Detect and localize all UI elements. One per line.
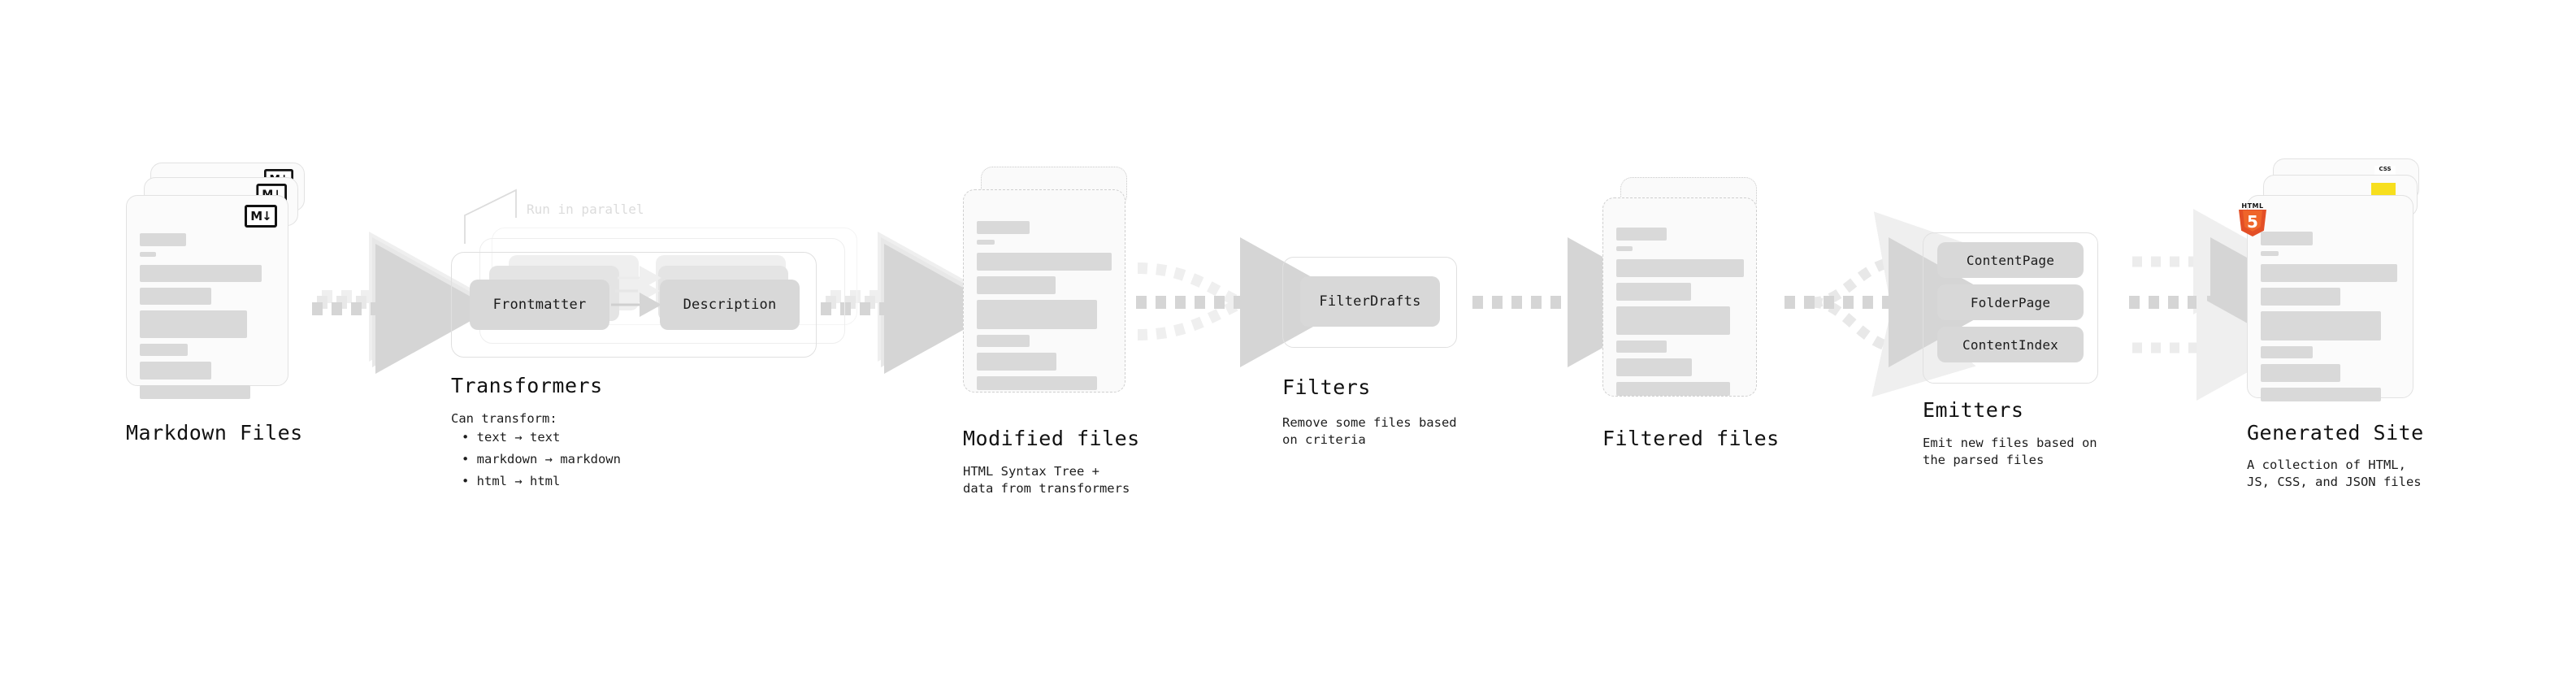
connector-emitters-to-generated bbox=[2129, 209, 2327, 401]
modified-card-front bbox=[963, 189, 1125, 393]
emitter-pill-folderpage[interactable]: FolderPage bbox=[1937, 284, 2084, 320]
doc-skeleton bbox=[2261, 232, 2400, 407]
stage-title-filtered-files: Filtered files bbox=[1602, 427, 1780, 450]
run-in-parallel-label: Run in parallel bbox=[527, 202, 644, 217]
filter-pill-filterdrafts[interactable]: FilterDrafts bbox=[1300, 276, 1440, 327]
emitter-pill-contentpage[interactable]: ContentPage bbox=[1937, 242, 2084, 278]
stage-title-generated-site: Generated Site bbox=[2247, 421, 2424, 445]
generated-site-caption: A collection of HTML, JS, CSS, and JSON … bbox=[2247, 458, 2422, 489]
transformers-caption: Can transform: bbox=[451, 411, 557, 426]
connector-modified-to-filters bbox=[1136, 237, 1357, 367]
connector-markdown-to-transformers bbox=[312, 232, 492, 374]
filters-box bbox=[1282, 257, 1457, 348]
filters-caption: Remove some files based on criteria bbox=[1282, 415, 1457, 447]
js-badge bbox=[2371, 183, 2396, 197]
stage-title-filters: Filters bbox=[1282, 375, 1371, 399]
transformer-pill-frontmatter[interactable]: Frontmatter bbox=[470, 280, 609, 330]
stage-title-modified-files: Modified files bbox=[963, 427, 1140, 450]
emitter-pill-folderpage-label: FolderPage bbox=[1970, 294, 2051, 310]
markdown-badge: M↓ bbox=[245, 205, 277, 228]
stage-title-emitters: Emitters bbox=[1923, 398, 2024, 422]
html5-badge: HTML 5 bbox=[2238, 202, 2267, 236]
transformers-box bbox=[451, 252, 817, 358]
markdown-card-front: M↓ bbox=[126, 195, 288, 399]
html5-badge-label: HTML bbox=[2241, 202, 2264, 210]
emitter-pill-contentindex[interactable]: ContentIndex bbox=[1937, 327, 2084, 362]
stage-title-transformers: Transformers bbox=[451, 374, 603, 397]
transformers-bullet-2: • html → html bbox=[462, 474, 561, 488]
transformer-pill-frontmatter-label: Frontmatter bbox=[492, 297, 587, 313]
generated-card-front: HTML 5 bbox=[2239, 195, 2413, 401]
css-badge-label: CSS bbox=[2379, 166, 2392, 172]
modified-files-caption: HTML Syntax Tree + data from transformer… bbox=[963, 464, 1130, 496]
emitters-caption: Emit new files based on the parsed files bbox=[1923, 436, 2097, 467]
filter-pill-filterdrafts-label: FilterDrafts bbox=[1319, 293, 1421, 310]
filtered-card-front bbox=[1602, 197, 1757, 397]
stage-title-markdown-files: Markdown Files bbox=[126, 421, 303, 445]
transformers-bullet-1: • markdown → markdown bbox=[462, 452, 621, 466]
doc-skeleton bbox=[140, 233, 275, 405]
emitter-pill-contentpage-label: ContentPage bbox=[1966, 252, 2055, 268]
html5-badge-number: 5 bbox=[2247, 212, 2258, 232]
transformer-pill-description[interactable]: Description bbox=[660, 280, 800, 330]
emitters-box bbox=[1923, 232, 2098, 384]
transformers-bullet-0: • text → text bbox=[462, 430, 561, 445]
emitter-pill-contentindex-label: ContentIndex bbox=[1962, 336, 2058, 353]
doc-skeleton bbox=[1616, 228, 1744, 401]
doc-skeleton bbox=[977, 221, 1112, 396]
connector-filtered-to-emitters bbox=[1785, 211, 2006, 397]
transformer-pill-description-label: Description bbox=[683, 297, 777, 313]
